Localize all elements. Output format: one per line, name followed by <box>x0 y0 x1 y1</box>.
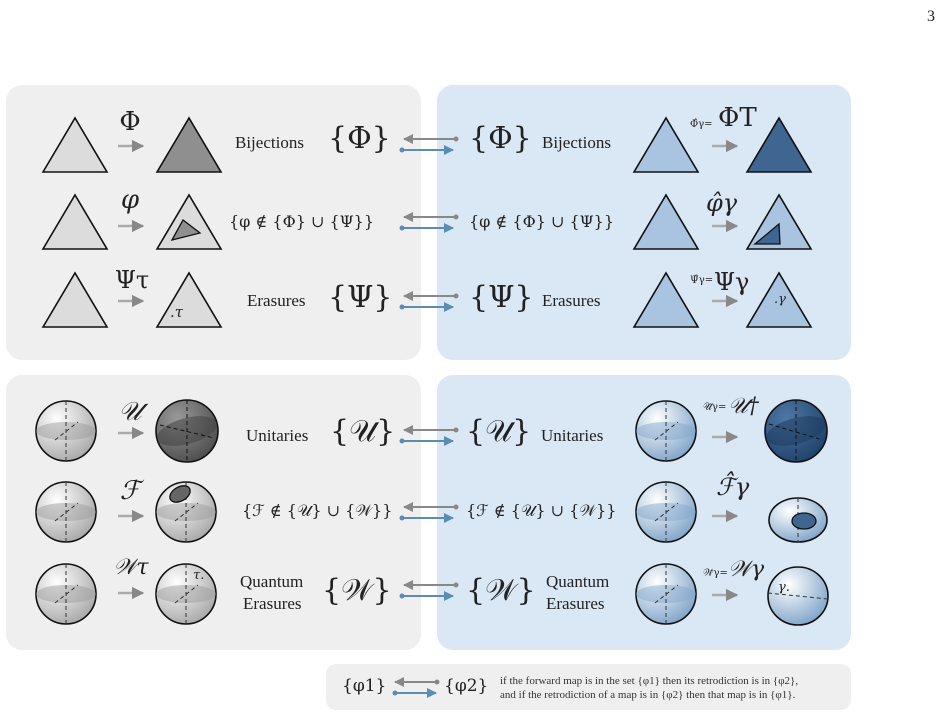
page-number: 3 <box>927 8 935 25</box>
map-psi-gamma-label: Ψγ <box>714 268 750 296</box>
set-erasure-quantum-right: {𝒲} <box>466 573 536 608</box>
classical-left-row2 <box>41 193 223 250</box>
map-erasure-gamma-label: 𝒲γ <box>728 557 765 582</box>
quantum-right-row3 <box>635 563 829 626</box>
quantum-label-right: Quantum <box>546 572 610 591</box>
bijections-label-right: Bijections <box>542 133 611 152</box>
set-general-quantum-left: {ℱ ∉ {𝒰} ∪ {𝒲}} <box>242 501 393 520</box>
set-psi-left: {Ψ} <box>328 280 393 315</box>
set-psi-right: {Ψ} <box>469 280 534 315</box>
legend-line-1: if the forward map is in the set {φ1} th… <box>500 675 799 687</box>
map-phi-hat-small: Φ̂γ= <box>690 119 713 130</box>
set-phi-right: {Φ} <box>469 121 532 156</box>
set-erasure-quantum-left: {𝒲} <box>322 573 392 608</box>
legend-set-1: {φ1} <box>342 676 387 696</box>
legend-line-2: and if the retrodiction of a map is in {… <box>500 689 796 701</box>
quantum-right-row2 <box>635 481 828 543</box>
classical-left-row3 <box>41 271 223 328</box>
unitaries-label-left: Unitaries <box>246 426 309 445</box>
map-unitary-hat-small: 𝒰̂γ= <box>703 402 727 413</box>
map-phi-transpose-label: ΦT <box>718 103 757 133</box>
map-varphi-label: φ <box>120 185 140 215</box>
erasures-label-left: Erasures <box>247 291 306 310</box>
classical-right-row2 <box>632 193 813 250</box>
map-phi-label: Φ <box>119 107 141 137</box>
set-unitary-left: {𝒰} <box>330 414 396 449</box>
quantum-erasure-mark-right: γ. <box>778 580 790 595</box>
quantum-center-arrows <box>399 425 459 601</box>
erasures-quantum-label-right: Erasures <box>546 594 605 613</box>
bijections-label-left: Bijections <box>235 133 304 152</box>
quantum-left-row2 <box>35 481 217 543</box>
map-unitary-label: 𝒰 <box>118 397 142 427</box>
quantum-left-row1 <box>35 399 219 463</box>
map-varphi-hat-label: φ̂γ <box>706 189 738 217</box>
erasures-quantum-label-left: Erasures <box>243 594 302 613</box>
classical-left-row1 <box>41 116 223 173</box>
classical-right-row3 <box>632 271 813 328</box>
map-channel-label: ℱ <box>119 476 141 506</box>
map-psi-tau-label: Ψτ <box>114 266 150 294</box>
erasures-label-right: Erasures <box>542 291 601 310</box>
set-general-right: {φ ∉ {Φ} ∪ {Ψ}} <box>469 212 615 231</box>
unitaries-label-right: Unitaries <box>541 426 604 445</box>
set-general-left: {φ ∉ {Φ} ∪ {Ψ}} <box>229 212 375 231</box>
map-unitary-dagger-label: 𝒰† <box>728 394 759 419</box>
set-unitary-right: {𝒰} <box>466 414 532 449</box>
map-channel-hat-label: ℱ̂γ <box>716 473 750 501</box>
legend-set-2: {φ2} <box>444 676 489 696</box>
classical-center-arrows <box>399 134 459 312</box>
quantum-label-left: Quantum <box>240 572 304 591</box>
erasure-mark-left: .τ <box>170 303 184 321</box>
legend-panel <box>326 664 851 710</box>
triangle-input-icon <box>41 116 109 173</box>
erasure-mark-right: .γ <box>774 292 786 307</box>
set-general-quantum-right: {ℱ ∉ {𝒰} ∪ {𝒲}} <box>466 501 617 520</box>
quantum-erasure-mark-left: τ. <box>193 568 205 583</box>
quantum-right-row1 <box>635 399 828 463</box>
triangle-output-icon <box>155 116 223 173</box>
set-phi-left: {Φ} <box>328 121 391 156</box>
legend-arrows <box>392 677 440 698</box>
quantum-left-row3 <box>35 563 217 625</box>
map-erasure-hat-small: 𝒲̂γ= <box>703 568 728 579</box>
classical-right-row1 <box>632 116 813 173</box>
map-erasure-tau-label: 𝒲τ <box>113 555 149 580</box>
map-psi-hat-small: Ψ̂γ= <box>690 275 714 286</box>
